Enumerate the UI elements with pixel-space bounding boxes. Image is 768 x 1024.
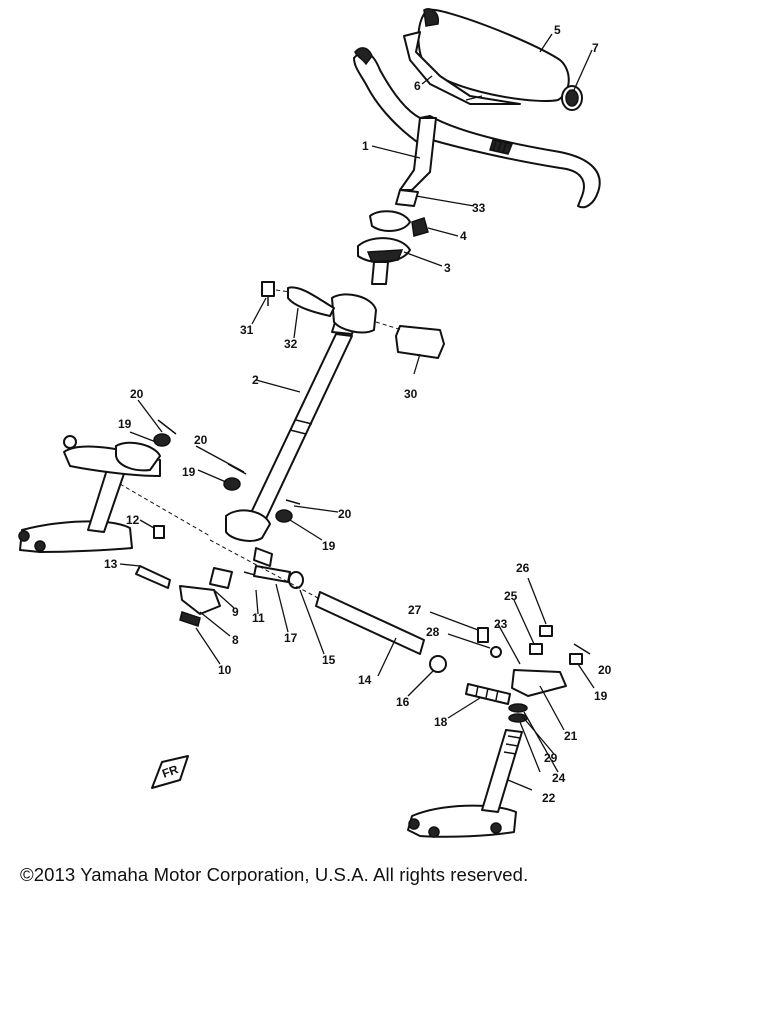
callout-29: 29 <box>544 751 558 765</box>
callout-15: 15 <box>322 653 336 667</box>
callout-13: 13 <box>104 557 118 571</box>
upper-clamp <box>357 189 429 285</box>
callout-19-b: 19 <box>182 465 196 479</box>
callout-16: 16 <box>396 695 410 709</box>
callout-1: 1 <box>362 139 369 153</box>
callout-31: 31 <box>240 323 254 337</box>
callout-32: 32 <box>284 337 298 351</box>
callout-leaders <box>119 33 595 791</box>
steering-parts-diagram: 1 2 3 4 5 6 7 8 9 10 11 12 13 14 15 16 1… <box>18 8 612 838</box>
callout-9: 9 <box>232 605 239 619</box>
pivot-bracket <box>375 321 445 359</box>
column-bracket <box>261 281 335 317</box>
callout-6: 6 <box>414 79 421 93</box>
callout-19-c: 19 <box>322 539 336 553</box>
callout-28: 28 <box>426 625 440 639</box>
callout-8: 8 <box>232 633 239 647</box>
callout-5: 5 <box>554 23 561 37</box>
right-tie-rod-end <box>429 655 511 705</box>
callout-20-a: 20 <box>130 387 144 401</box>
tie-rod <box>119 483 425 655</box>
callout-2: 2 <box>252 373 259 387</box>
callout-22: 22 <box>542 791 556 805</box>
callout-17: 17 <box>284 631 298 645</box>
callout-3: 3 <box>444 261 451 275</box>
callout-numbers: 1 2 3 4 5 6 7 8 9 10 11 12 13 14 15 16 1… <box>104 23 612 805</box>
front-marker-label: FR <box>160 762 180 781</box>
right-steering-arm <box>477 625 583 723</box>
callout-30: 30 <box>404 387 418 401</box>
callout-25: 25 <box>504 589 518 603</box>
handlebar-pad <box>403 8 570 105</box>
front-direction-marker: FR <box>151 755 189 789</box>
callout-24: 24 <box>552 771 566 785</box>
steering-column <box>209 293 377 589</box>
callout-4: 4 <box>460 229 467 243</box>
handlebar <box>353 47 601 209</box>
right-spindle <box>407 729 523 838</box>
grip-end <box>561 85 583 111</box>
copyright-notice: ©2013 Yamaha Motor Corporation, U.S.A. A… <box>20 864 529 885</box>
callout-27: 27 <box>408 603 422 617</box>
callout-20-c: 20 <box>338 507 352 521</box>
callout-14: 14 <box>358 673 372 687</box>
tie-rod-bolts <box>135 525 171 589</box>
callout-19-a: 19 <box>118 417 132 431</box>
left-spindle <box>18 435 161 553</box>
callout-7: 7 <box>592 41 599 55</box>
callout-26: 26 <box>516 561 530 575</box>
callout-18: 18 <box>434 715 448 729</box>
callout-10: 10 <box>218 663 232 677</box>
callout-12: 12 <box>126 513 140 527</box>
callout-11: 11 <box>252 611 265 625</box>
callout-33: 33 <box>472 201 486 215</box>
callout-21: 21 <box>564 729 578 743</box>
tie-rod-ends <box>243 547 304 589</box>
callout-23: 23 <box>494 617 508 631</box>
callout-19-d: 19 <box>594 689 608 703</box>
callout-20-d: 20 <box>598 663 612 677</box>
lower-arm <box>179 585 221 627</box>
callout-20-b: 20 <box>194 433 208 447</box>
